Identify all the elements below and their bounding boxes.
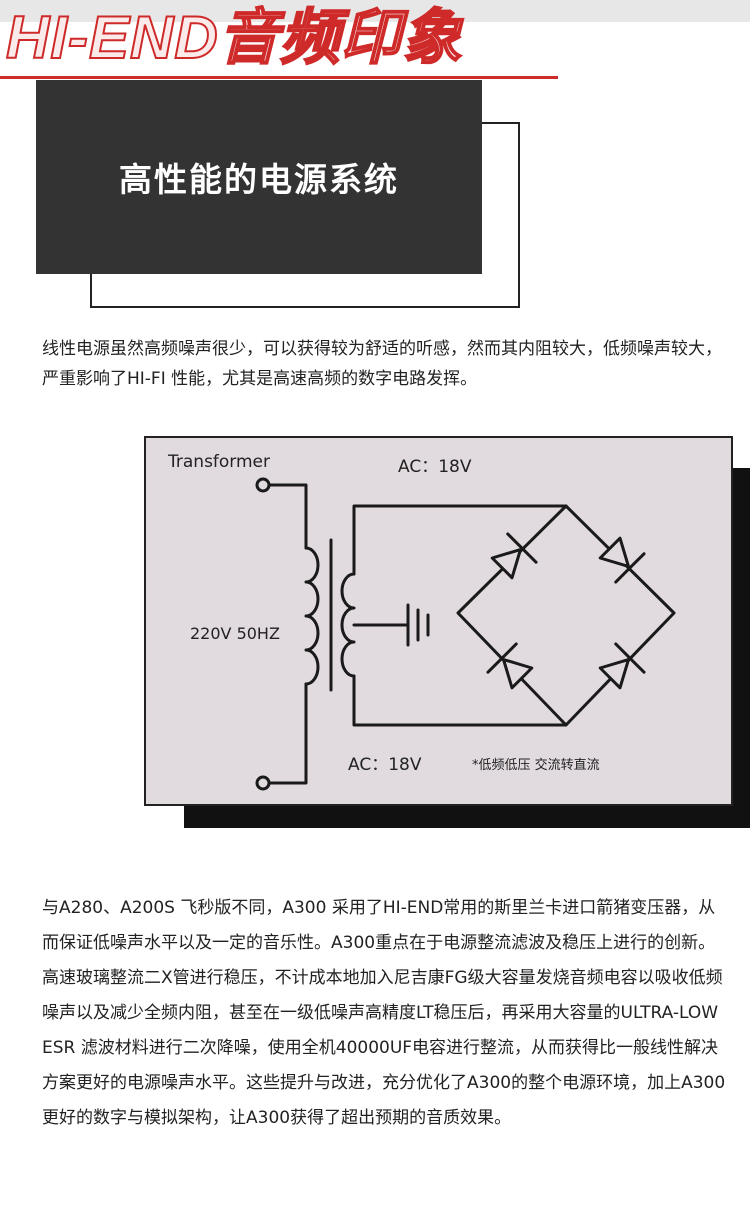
ac-top-label: AC：18V [398, 457, 472, 477]
primary-wire [267, 483, 308, 785]
secondary-coil [340, 572, 356, 678]
section-title: 高性能的电源系统 [119, 160, 399, 199]
secondary-wire [352, 504, 568, 727]
circuit-diagram: Transformer AC：18V 220V 50HZ AC：18V *低频低… [144, 436, 733, 806]
ac-bottom-label: AC：18V [348, 755, 422, 775]
diagram-note: *低频低压 交流转直流 [472, 758, 600, 773]
circuit-drawing [255, 477, 676, 791]
transformer-label: Transformer [168, 452, 271, 472]
brand-title: HI-END音频印象 [5, 3, 463, 72]
top-bar [0, 0, 750, 22]
intro-paragraph: 线性电源虽然高频噪声很少，可以获得较为舒适的听感，然而其内阻较大，低频噪声较大，… [42, 339, 722, 389]
diode-top-right [598, 536, 646, 584]
diode-top-left [490, 532, 538, 580]
input-voltage-label: 220V 50HZ [190, 624, 280, 643]
input-terminal-top [255, 477, 271, 493]
body-paragraph: 与A280、A200S 飞秒版不同，A300 采用了HI-END常用的斯里兰卡进… [42, 898, 726, 1128]
brand-underline [0, 76, 558, 79]
title-box [36, 80, 482, 274]
diode-bottom-left [486, 642, 534, 690]
primary-coil [304, 546, 320, 686]
diode-bottom-right [598, 642, 646, 690]
bridge-rectifier [456, 504, 676, 727]
input-terminal-bottom [255, 775, 271, 791]
